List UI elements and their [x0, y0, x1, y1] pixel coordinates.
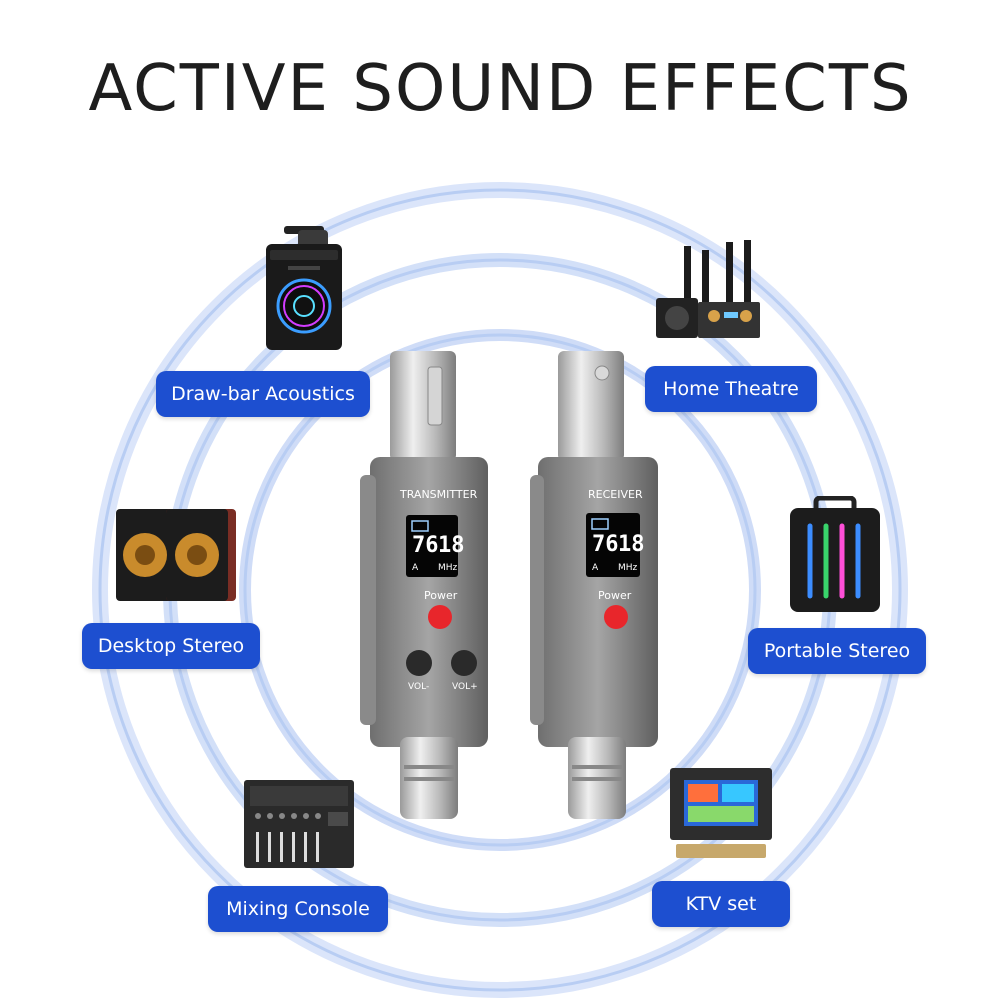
receiver-channel: 76 — [592, 532, 619, 557]
receiver-unit-mhz: MHz — [618, 563, 638, 573]
transmitter-unit-mhz: MHz — [438, 563, 458, 573]
receiver-power-button[interactable] — [604, 605, 628, 629]
desktop-stereo-icon — [116, 509, 236, 601]
label-draw-bar-acoustics: Draw-bar Acoustics — [156, 371, 370, 417]
transmitter-freq: 18 — [438, 533, 465, 558]
label-portable-stereo: Portable Stereo — [748, 628, 926, 674]
transmitter-power-label: Power — [424, 589, 458, 602]
transmitter-unit-a: A — [412, 563, 419, 573]
receiver-unit-a: A — [592, 563, 599, 573]
portable-stereo-icon — [790, 496, 880, 612]
label-ktv-set: KTV set — [652, 881, 790, 927]
transmitter-vol-plus-button[interactable] — [451, 650, 477, 676]
page-title: ACTIVE SOUND EFFECTS — [88, 52, 913, 126]
transmitter-device: TRANSMITTER 76 18 A MHz Power VOL- VOL+ — [342, 345, 502, 825]
receiver-freq: 18 — [618, 532, 645, 557]
receiver-body — [530, 351, 658, 819]
transmitter-name: TRANSMITTER — [400, 488, 478, 501]
transmitter-channel: 76 — [412, 533, 439, 558]
transmitter-vol-minus-label: VOL- — [408, 682, 430, 692]
transmitter-vol-minus-button[interactable] — [406, 650, 432, 676]
home-theatre-icon — [656, 240, 760, 338]
label-home-theatre: Home Theatre — [645, 366, 817, 412]
label-mixing-console: Mixing Console — [208, 886, 388, 932]
transmitter-power-button[interactable] — [428, 605, 452, 629]
label-desktop-stereo: Desktop Stereo — [82, 623, 260, 669]
receiver-device: RECEIVER 76 18 A MHz Power — [518, 345, 668, 825]
draw-bar-speaker-icon — [266, 226, 342, 350]
mixing-console-icon — [244, 780, 354, 868]
transmitter-body — [360, 351, 488, 819]
receiver-power-label: Power — [598, 589, 632, 602]
ktv-set-icon — [670, 768, 772, 858]
receiver-name: RECEIVER — [588, 488, 643, 501]
transmitter-vol-plus-label: VOL+ — [452, 682, 478, 692]
